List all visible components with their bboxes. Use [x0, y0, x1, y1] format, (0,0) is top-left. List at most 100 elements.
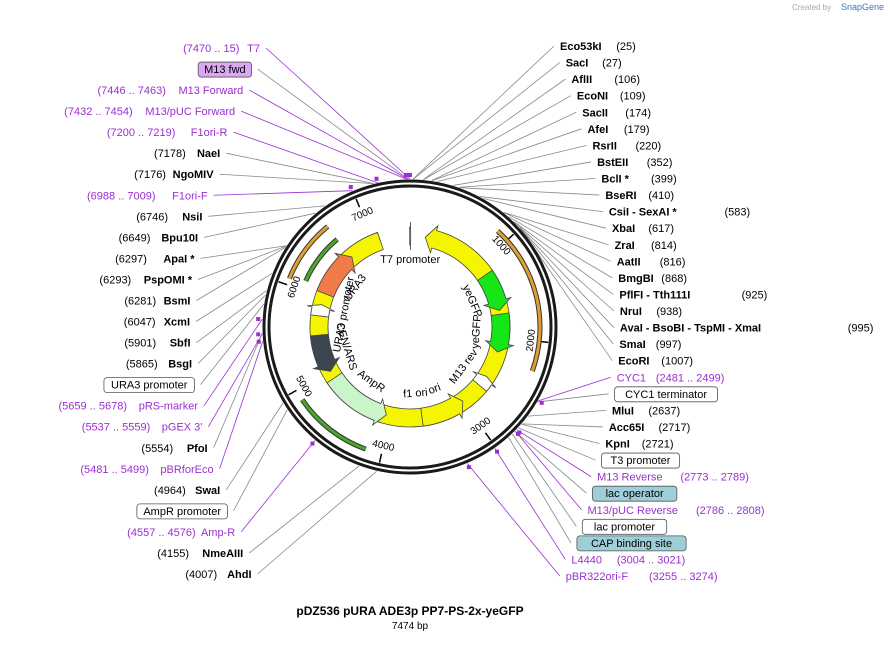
primer-mark [495, 449, 500, 454]
primer-name: T7 [247, 43, 260, 55]
primer-name: M13/pUC Forward [145, 106, 235, 118]
map-label-acc65i: Acc65I(2717) [609, 422, 690, 434]
primer-name: L4440 [571, 554, 602, 566]
primer-name: pBRforEco [160, 464, 213, 476]
tick-label: 7000 [350, 205, 375, 224]
cut-position: (5554) [141, 443, 173, 455]
cut-position: (4964) [154, 485, 186, 497]
map-label-mlui: MluI(2637) [612, 405, 680, 417]
map-label-nmeaiii: NmeAIII(4155) [157, 548, 243, 560]
enzyme-name: AfeI [587, 124, 608, 136]
map-label-cyc1: CYC1(2481 .. 2499) [617, 372, 725, 384]
leader-line [219, 173, 374, 185]
leader-line [195, 272, 273, 322]
map-label-avai-bsobi-tspmi-xmai: AvaI - BsoBI - TspMI - XmaI(995) [620, 323, 873, 335]
leader-line [219, 341, 264, 469]
map-label-csii-sexai: CsiI - SexAI *(583) [609, 207, 750, 219]
feature-box-text: URA3 promoter [111, 380, 188, 392]
cut-position: (7178) [154, 148, 186, 160]
leader-line [521, 423, 603, 428]
leader-line [200, 303, 265, 385]
tick-label: 5000 [293, 374, 314, 399]
primer-name: Amp-R [201, 527, 235, 539]
cut-position: (6293) [99, 274, 131, 286]
enzyme-name: BsgI [168, 359, 192, 371]
cut-position: (925) [742, 289, 768, 301]
map-label-lac-operator: lac operator [592, 485, 678, 502]
cut-position: (997) [656, 339, 682, 351]
map-label-cap-binding-site: CAP binding site [576, 535, 687, 552]
leader-line [213, 333, 263, 448]
enzyme-name: PflFI - Tth111I [619, 289, 690, 301]
feature-box [614, 386, 718, 403]
plasmid-length: 7474 bp [392, 621, 429, 632]
map-label-sbfi: SbfI(5901) [124, 338, 190, 350]
cut-position: (995) [848, 323, 874, 335]
map-label-sacii: SacII (174) [582, 107, 651, 119]
enzyme-name: NruI [620, 306, 642, 318]
leader-line [196, 247, 286, 301]
cut-position: (4007) [185, 569, 217, 581]
leader-line [514, 222, 615, 312]
feature-box [576, 535, 687, 552]
leader-line [225, 402, 284, 491]
enzyme-name: SacII [582, 107, 608, 119]
feature-label: T7 promoter [380, 254, 440, 266]
map-label-bcli: BclI *(399) [601, 174, 676, 186]
cut-position: (868) [661, 273, 687, 285]
feature-cen-ars [309, 333, 341, 372]
primer-mark [374, 176, 379, 181]
leader-line [213, 190, 353, 196]
enzyme-name: SmaI [619, 339, 645, 351]
feature-ampr [326, 372, 387, 427]
cut-position: (617) [648, 223, 674, 235]
cut-position: (174) [625, 107, 651, 119]
map-label-prs-marker: pRS-marker(5659 .. 5678) [59, 401, 199, 413]
leader-line [518, 427, 596, 461]
leader-line [240, 440, 316, 533]
leader-line [494, 448, 566, 560]
primer-range: (2773 .. 2789) [680, 472, 749, 484]
enzyme-name: NsiI [182, 211, 202, 223]
leader-line [265, 47, 411, 180]
primer-name: M13/pUC Reverse [587, 505, 677, 517]
primer-mark [539, 400, 544, 405]
tick-mark [278, 281, 288, 286]
cut-position: (583) [724, 207, 750, 219]
map-label-apai: ApaI *(6297) [115, 253, 195, 265]
map-label-eco53ki: Eco53kI(25) [560, 41, 636, 53]
map-label-pspomi: PspOMI *(6293) [99, 274, 192, 286]
leader-line [412, 45, 555, 180]
leader-line [431, 111, 577, 181]
primer-range: (2786 .. 2808) [696, 505, 765, 517]
cut-position: (5865) [126, 359, 158, 371]
map-labels: Eco53kI(25)SacI(27)AflII(106)EcoNI(109)S… [59, 41, 874, 583]
cut-position: (6746) [136, 211, 168, 223]
feature-box-text: M13 fwd [204, 64, 246, 76]
enzyme-name: XcmI [164, 317, 190, 329]
cut-position: (2717) [658, 422, 690, 434]
map-label-afei: AfeI(179) [587, 124, 649, 136]
leader-line [423, 95, 572, 180]
tick-mark [288, 389, 297, 396]
cut-position: (4155) [157, 548, 189, 560]
tick-label: 4000 [371, 438, 396, 454]
map-label-bsteii: BstEII(352) [597, 157, 672, 169]
feature-box [601, 452, 681, 469]
leader-line [197, 245, 287, 280]
cut-position: (816) [660, 256, 686, 268]
plasmid-backbone [262, 179, 558, 475]
feature-ura3 [316, 252, 356, 298]
leader-line [226, 152, 374, 184]
feature-ori [420, 392, 464, 427]
orf-arcs [287, 224, 543, 452]
cut-position: (814) [651, 240, 677, 252]
primer-mark [408, 173, 412, 177]
feature-box [103, 377, 195, 394]
cut-position: (2637) [648, 405, 680, 417]
leader-line [200, 245, 287, 259]
leader-line [514, 430, 582, 511]
map-label-saci: SacI(27) [566, 58, 622, 70]
feature-box-text: lac operator [606, 488, 664, 500]
map-label-f1ori-f: F1ori-F(6988 .. 7009) [87, 190, 208, 202]
